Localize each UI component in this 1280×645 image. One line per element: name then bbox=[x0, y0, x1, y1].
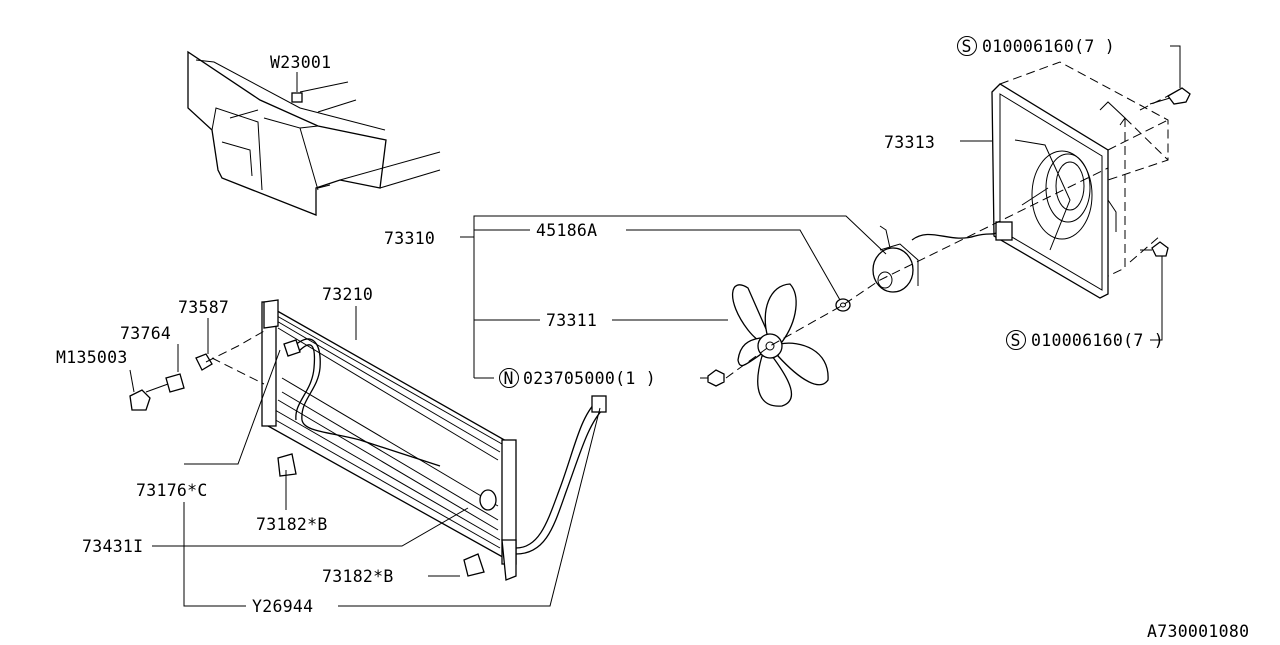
bracket-fasteners bbox=[129, 329, 267, 411]
condenser-illustration bbox=[261, 299, 517, 581]
label-73311: 73311 bbox=[546, 311, 597, 330]
label-m135003: M135003 bbox=[56, 348, 128, 367]
label-73764: 73764 bbox=[120, 324, 171, 343]
label-73431i: 73431I bbox=[82, 537, 143, 556]
leader-lines bbox=[129, 140, 992, 607]
fan-motor bbox=[872, 221, 1013, 293]
s-symbol-top: S bbox=[957, 36, 977, 56]
pipe-fitting bbox=[591, 395, 607, 413]
s-symbol-top-letter: S bbox=[962, 37, 972, 56]
label-73182b-2: 73182*B bbox=[322, 567, 394, 586]
label-73176c: 73176*C bbox=[136, 481, 208, 500]
assembly-axis-line bbox=[725, 167, 1109, 379]
label-73182b-1: 73182*B bbox=[256, 515, 328, 534]
s-symbol-bottom-letter: S bbox=[1011, 331, 1021, 350]
body-panel-illustration bbox=[187, 50, 441, 216]
label-45186a: 45186A bbox=[536, 221, 597, 240]
label-y26944: Y26944 bbox=[252, 597, 313, 616]
pipe-y26944-outer bbox=[515, 407, 605, 555]
pipe-y26944 bbox=[515, 401, 597, 549]
label-73313: 73313 bbox=[884, 133, 935, 152]
nut-n bbox=[700, 369, 725, 387]
n-symbol-letter: N bbox=[504, 369, 514, 388]
clip-w23001 bbox=[291, 92, 303, 103]
s-symbol-bottom: S bbox=[1006, 330, 1026, 350]
label-73210: 73210 bbox=[322, 285, 373, 304]
label-bolt-top: 010006160(7 ) bbox=[982, 37, 1115, 56]
label-73587: 73587 bbox=[178, 298, 229, 317]
label-w23001: W23001 bbox=[270, 53, 331, 72]
diagram-code: A730001080 bbox=[1147, 622, 1249, 640]
n-symbol: N bbox=[499, 368, 519, 388]
label-73310: 73310 bbox=[384, 229, 435, 248]
label-bolt-bottom: 010006160(7 ) bbox=[1031, 331, 1164, 350]
label-nut: 023705000(1 ) bbox=[523, 369, 656, 388]
bolt-top bbox=[1149, 45, 1191, 105]
fan-blade bbox=[731, 283, 829, 407]
bolt-bottom bbox=[1140, 241, 1169, 341]
washer-45186a bbox=[835, 298, 851, 312]
fan-shroud-illustration bbox=[991, 61, 1177, 299]
